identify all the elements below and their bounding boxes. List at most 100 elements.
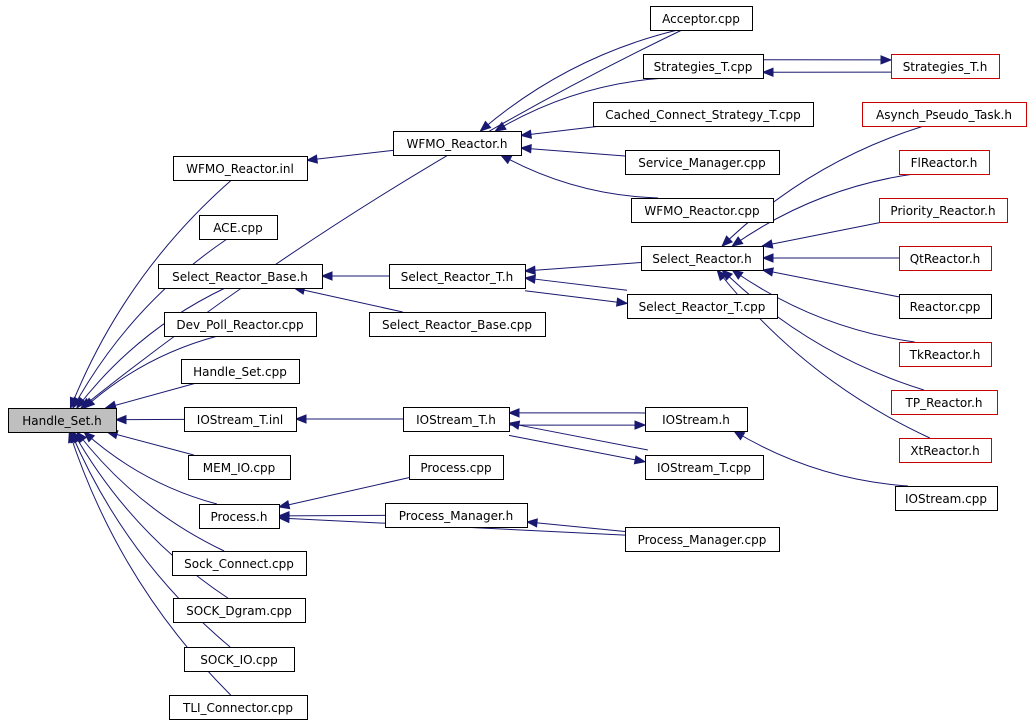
node-process-manager-cpp[interactable]: Process_Manager.cpp xyxy=(625,527,780,552)
node-acceptor-cpp[interactable]: Acceptor.cpp xyxy=(650,6,753,31)
arrowhead-reactor_cpp-to-select_reactor_h xyxy=(761,267,774,277)
node-box xyxy=(862,102,1027,127)
node-handle-set-cpp[interactable]: Handle_Set.cpp xyxy=(181,359,300,384)
arrowhead-priority_reactor_h-to-select_reactor_h xyxy=(760,239,774,249)
edge-handle_set_cpp-to-handle_set_h xyxy=(105,382,197,409)
arrowhead-select_reactor_t_h-to-select_reactor_t_cpp xyxy=(615,297,629,307)
node-iostream-cpp[interactable]: IOStream.cpp xyxy=(895,486,998,511)
node-iostream-h[interactable]: IOStream.h xyxy=(645,407,748,432)
node-qtreactor-h[interactable]: QtReactor.h xyxy=(899,246,992,271)
arrowhead-iostream_t_h-to-iostream_t_inl xyxy=(294,414,307,424)
node-mem-io-cpp[interactable]: MEM_IO.cpp xyxy=(188,455,291,480)
node-tp-reactor-h[interactable]: TP_Reactor.h xyxy=(891,390,998,415)
edge-select_reactor_t_cpp-to-select_reactor_t_h xyxy=(524,277,628,291)
arrowhead-process_manager_cpp-to-process_manager_h xyxy=(525,518,538,528)
node-handle-set-h[interactable]: Handle_Set.h xyxy=(8,408,117,433)
node-label: ACE.cpp xyxy=(213,221,263,235)
node-service-manager-cpp[interactable]: Service_Manager.cpp xyxy=(625,150,780,175)
node-wfmo-reactor-h[interactable]: WFMO_Reactor.h xyxy=(393,131,522,156)
node-box xyxy=(164,312,317,337)
arrowhead-flreactor_h-to-select_reactor_h xyxy=(731,236,744,247)
arrowhead-iostream_h-to-iostream_t_h xyxy=(507,408,520,418)
node-label: Process.h xyxy=(211,510,268,524)
node-sock-io-cpp[interactable]: SOCK_IO.cpp xyxy=(184,647,295,672)
node-box xyxy=(173,598,306,623)
node-xtreactor-h[interactable]: XtReactor.h xyxy=(899,438,992,463)
arrowhead-service_manager_cpp-to-wfmo_reactor_h xyxy=(519,144,532,154)
node-ace-cpp[interactable]: ACE.cpp xyxy=(199,215,278,240)
node-box xyxy=(389,264,526,289)
arrowhead-wfmo_reactor_cpp-to-wfmo_reactor_h xyxy=(499,154,513,165)
node-tli-connector-cpp[interactable]: TLI_Connector.cpp xyxy=(169,695,308,720)
node-process-cpp[interactable]: Process.cpp xyxy=(409,455,504,480)
node-label: TkReactor.h xyxy=(909,348,981,362)
node-box xyxy=(199,504,280,529)
node-label: IOStream.h xyxy=(662,413,730,427)
edge-acceptor_cpp-to-wfmo_reactor_h xyxy=(480,29,678,132)
node-select-reactor-t-cpp[interactable]: Select_Reactor_T.cpp xyxy=(627,294,778,319)
node-wfmo-reactor-cpp[interactable]: WFMO_Reactor.cpp xyxy=(631,198,774,223)
node-asynch-pseudo-task-h[interactable]: Asynch_Pseudo_Task.h xyxy=(862,102,1027,127)
edge-wfmo_reactor_h-to-wfmo_reactor_inl xyxy=(306,149,394,161)
node-wfmo-reactor-inl[interactable]: WFMO_Reactor.inl xyxy=(173,156,308,181)
node-dev-poll-reactor-cpp[interactable]: Dev_Poll_Reactor.cpp xyxy=(164,312,317,337)
node-iostream-t-cpp[interactable]: IOStream_T.cpp xyxy=(645,455,764,480)
node-box xyxy=(641,246,764,271)
edge-flreactor_h-to-select_reactor_h xyxy=(731,173,914,247)
node-label: IOStream_T.h xyxy=(416,413,496,427)
arrowhead-process_cpp-to-process_h xyxy=(277,500,291,510)
node-label: TP_Reactor.h xyxy=(905,396,983,410)
edge-select_reactor_base_h-to-handle_set_h xyxy=(76,287,226,409)
node-box xyxy=(650,6,753,31)
node-select-reactor-h[interactable]: Select_Reactor.h xyxy=(641,246,764,271)
node-box xyxy=(593,102,814,127)
node-box xyxy=(158,264,323,289)
edge-service_manager_cpp-to-wfmo_reactor_h xyxy=(520,147,626,157)
node-label: SOCK_Dgram.cpp xyxy=(186,604,292,618)
arrowhead-process_manager_cpp-to-process_h xyxy=(277,513,290,524)
node-label: Handle_Set.cpp xyxy=(193,365,287,379)
node-cached-connect-strategy-t-cpp[interactable]: Cached_Connect_Strategy_T.cpp xyxy=(593,102,814,127)
node-reactor-cpp[interactable]: Reactor.cpp xyxy=(899,294,992,319)
node-label: Select_Reactor_T.cpp xyxy=(639,300,766,314)
node-box xyxy=(879,198,1008,223)
node-box xyxy=(899,150,990,175)
node-priority-reactor-h[interactable]: Priority_Reactor.h xyxy=(879,198,1008,223)
edge-tkreactor_h-to-select_reactor_h xyxy=(732,269,915,343)
edge-wfmo_reactor_cpp-to-wfmo_reactor_h xyxy=(500,154,659,199)
node-select-reactor-base-h[interactable]: Select_Reactor_Base.h xyxy=(158,264,323,289)
node-process-h[interactable]: Process.h xyxy=(199,504,280,529)
node-label: Acceptor.cpp xyxy=(662,12,740,26)
edge-ace_cpp-to-handle_set_h xyxy=(72,238,228,409)
node-box xyxy=(899,342,992,367)
edge-sock_connect_cpp-to-handle_set_h xyxy=(76,431,225,552)
node-tkreactor-h[interactable]: TkReactor.h xyxy=(899,342,992,367)
node-iostream-t-inl[interactable]: IOStream_T.inl xyxy=(184,407,297,432)
node-label: WFMO_Reactor.cpp xyxy=(644,204,759,218)
node-process-manager-h[interactable]: Process_Manager.h xyxy=(385,503,528,528)
arrowhead-iostream_t_cpp-to-iostream_t_h xyxy=(507,420,521,430)
node-box xyxy=(625,527,780,552)
edge-iostream_t_h-to-iostream_t_cpp xyxy=(508,434,646,463)
node-flreactor-h[interactable]: FlReactor.h xyxy=(899,150,990,175)
node-box xyxy=(181,359,300,384)
node-label: QtReactor.h xyxy=(910,252,981,266)
arrowhead-dev_poll_reactor_cpp-to-handle_set_h xyxy=(83,397,96,409)
node-select-reactor-base-cpp[interactable]: Select_Reactor_Base.cpp xyxy=(369,312,546,337)
node-iostream-t-h[interactable]: IOStream_T.h xyxy=(403,407,510,432)
node-strategies-t-h[interactable]: Strategies_T.h xyxy=(891,54,1000,79)
node-label: MEM_IO.cpp xyxy=(203,461,275,475)
node-label: Select_Reactor_Base.cpp xyxy=(382,318,532,332)
node-select-reactor-t-h[interactable]: Select_Reactor_T.h xyxy=(389,264,526,289)
node-label: Process.cpp xyxy=(420,461,491,475)
node-strategies-t-cpp[interactable]: Strategies_T.cpp xyxy=(643,54,764,79)
node-box xyxy=(173,156,308,181)
arrowhead-iostream_t_h-to-iostream_h xyxy=(634,420,647,430)
node-sock-dgram-cpp[interactable]: SOCK_Dgram.cpp xyxy=(173,598,306,623)
arrowhead-strategies_t_cpp-to-wfmo_reactor_h xyxy=(494,121,507,132)
edge-asynch_pseudo_task_h-to-select_reactor_h xyxy=(721,125,924,247)
node-label: XtReactor.h xyxy=(910,444,979,458)
edge-process_cpp-to-process_h xyxy=(278,477,410,508)
node-sock-connect-cpp[interactable]: Sock_Connect.cpp xyxy=(172,551,307,576)
node-box xyxy=(409,455,504,480)
